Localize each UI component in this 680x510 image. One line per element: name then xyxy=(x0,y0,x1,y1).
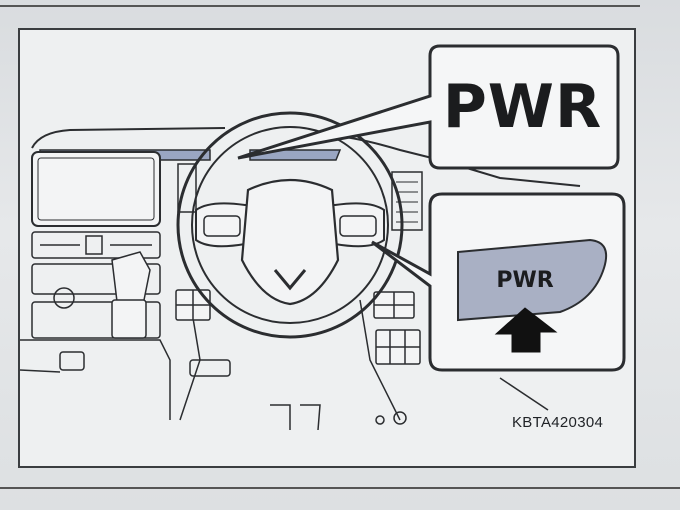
pwr-callout-label: PWR xyxy=(442,72,603,142)
gear-shifter xyxy=(111,251,151,339)
center-display-inner xyxy=(37,157,155,221)
figure-code: KBTA420304 xyxy=(512,414,604,431)
left-switch-panel xyxy=(175,289,211,321)
center-display xyxy=(31,151,161,227)
code-leader-line xyxy=(499,377,549,411)
up-arrow-icon xyxy=(494,307,558,353)
right-switch-panel xyxy=(373,291,421,365)
steering-wheel-icon xyxy=(176,111,404,339)
pwr-button-callout xyxy=(371,192,626,372)
right-vent xyxy=(391,171,423,231)
steering-column xyxy=(179,299,407,431)
climate-controls xyxy=(31,231,161,339)
pwr-callout-box xyxy=(237,44,620,170)
pwr-button-icon xyxy=(457,238,608,322)
left-vent xyxy=(177,163,197,213)
lower-dash-left xyxy=(19,339,171,420)
pwr-button-label: PWR xyxy=(496,267,554,293)
